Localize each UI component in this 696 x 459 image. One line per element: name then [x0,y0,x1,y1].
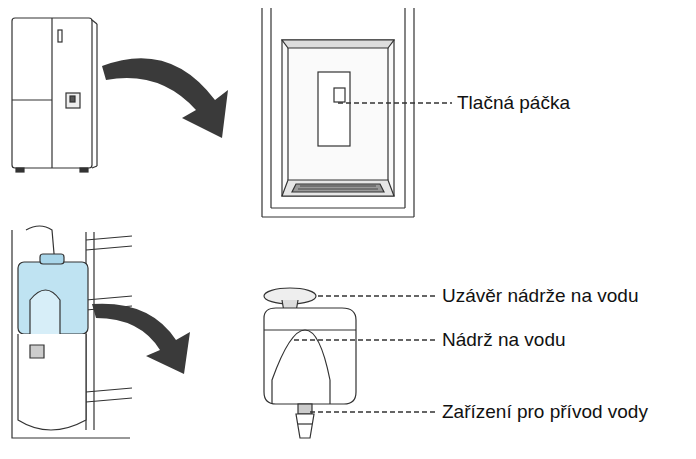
leader-lines [294,103,452,412]
part-label: Nádrž na vodu [440,329,568,351]
pointer-arrow [102,58,228,138]
dispenser-figure [262,8,414,217]
part-label: Uzávěr nádrže na vodu [440,285,640,307]
pointer-arrow [92,304,190,374]
part-label: Zařízení pro přívod vody [440,401,650,423]
part-label: Tlačná páčka [455,92,572,114]
door-figure [12,226,132,438]
tank-figure [264,288,356,438]
fridge-figure [12,18,97,172]
